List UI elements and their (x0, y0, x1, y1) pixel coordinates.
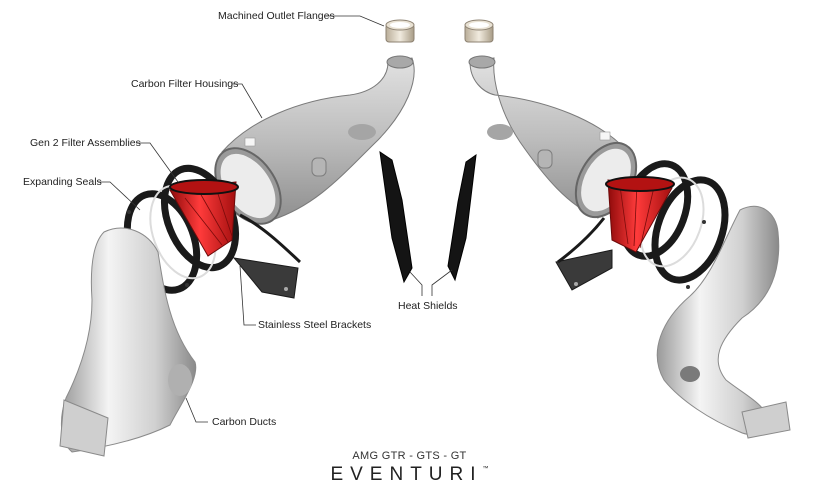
carbon-duct-right (656, 205, 791, 439)
leader-lines (98, 15, 453, 423)
carbon-duct-left (59, 227, 197, 457)
label-heat-shields: Heat Shields (398, 300, 458, 312)
outlet-flange-right (464, 19, 494, 43)
label-expanding-seals: Expanding Seals (23, 176, 102, 188)
brand-logo: EVENTURI™ (0, 464, 819, 486)
label-outlet-flanges: Machined Outlet Flanges (218, 10, 335, 22)
heat-shield-right (447, 153, 477, 282)
label-steel-brackets: Stainless Steel Brackets (258, 319, 372, 331)
steel-bracket-right (555, 217, 613, 291)
gen2-filter-left (169, 179, 239, 257)
label-filter-assemblies: Gen 2 Filter Assemblies (30, 137, 141, 149)
brand-name: EVENTURI (330, 464, 483, 485)
gen2-filter-right (605, 176, 675, 253)
steel-bracket-left (232, 213, 302, 299)
heat-shield-left (379, 150, 413, 284)
label-carbon-ducts: Carbon Ducts (212, 416, 277, 428)
label-filter-housings: Carbon Filter Housings (131, 78, 239, 90)
model-caption: AMG GTR - GTS - GT (352, 450, 467, 462)
carbon-filter-housing-right (468, 55, 638, 219)
trademark-symbol: ™ (482, 466, 489, 472)
outlet-flange-left (385, 19, 415, 43)
